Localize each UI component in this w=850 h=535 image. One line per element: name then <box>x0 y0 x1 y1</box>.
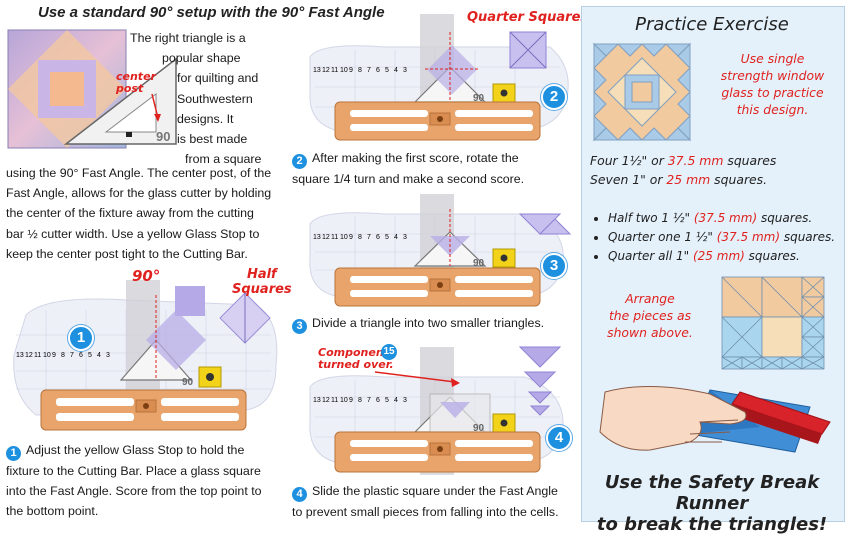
svg-text:10: 10 <box>340 397 348 404</box>
panel-bottom-message: Use the Safety Break Runner to break the… <box>596 472 828 535</box>
svg-text:4: 4 <box>394 67 398 74</box>
quilt-tool-illustration: 90 <box>7 29 177 149</box>
svg-text:7: 7 <box>367 67 371 74</box>
svg-text:90: 90 <box>473 423 485 434</box>
arranged-pieces <box>721 276 825 370</box>
intro-body-text: using the 90° Fast Angle. The center pos… <box>6 166 272 261</box>
step4-number: 4 <box>292 487 307 502</box>
svg-text:8: 8 <box>61 352 65 359</box>
svg-text:11: 11 <box>331 234 338 241</box>
svg-text:3: 3 <box>106 352 110 359</box>
svg-text:3: 3 <box>403 67 407 74</box>
svg-text:90: 90 <box>473 93 485 104</box>
step3-number: 3 <box>292 319 307 334</box>
step3-badge: 3 <box>541 253 567 279</box>
panel-squares-text: Four 1½" or 37.5 mm squares Seven 1" or … <box>590 153 777 187</box>
svg-text:8: 8 <box>358 234 362 241</box>
svg-text:13: 13 <box>313 234 321 241</box>
svg-text:12: 12 <box>322 397 330 404</box>
svg-text:6: 6 <box>376 67 380 74</box>
component-badge: 15 <box>381 344 397 360</box>
svg-text:4: 4 <box>394 397 398 404</box>
svg-text:5: 5 <box>385 234 389 241</box>
svg-text:9: 9 <box>349 234 353 241</box>
svg-text:8: 8 <box>358 397 362 404</box>
svg-text:12: 12 <box>322 234 330 241</box>
center-post-arrow <box>151 93 161 122</box>
bullet-item: Half two 1 ½" (37.5 mm) squares. <box>608 209 850 228</box>
step2-badge: 2 <box>541 84 567 110</box>
svg-text:12: 12 <box>322 67 330 74</box>
svg-text:90: 90 <box>156 129 170 144</box>
quarter-squares-label: Quarter Squares <box>467 10 589 25</box>
bullet-item: Quarter all 1" (25 mm) squares. <box>608 247 850 266</box>
svg-text:12: 12 <box>25 352 33 359</box>
panel-title: Practice Exercise <box>635 14 789 35</box>
svg-text:7: 7 <box>367 397 371 404</box>
svg-text:5: 5 <box>88 352 92 359</box>
svg-text:10: 10 <box>43 352 51 359</box>
safety-break-runner-illustration <box>599 385 831 453</box>
svg-text:4: 4 <box>394 234 398 241</box>
svg-text:6: 6 <box>79 352 83 359</box>
svg-text:10: 10 <box>340 67 348 74</box>
svg-text:9: 9 <box>52 352 56 359</box>
step1-number: 1 <box>6 446 21 461</box>
svg-text:3: 3 <box>403 397 407 404</box>
svg-text:5: 5 <box>385 67 389 74</box>
panel-bullets: Half two 1 ½" (37.5 mm) squares. Quarter… <box>590 209 850 266</box>
svg-text:13: 13 <box>313 397 321 404</box>
svg-text:11: 11 <box>34 352 41 359</box>
intro-right-text: The right triangle is a popular shape fo… <box>130 31 262 167</box>
svg-text:9: 9 <box>349 67 353 74</box>
bullet-item: Quarter one 1 ½" (37.5 mm) squares. <box>608 228 850 247</box>
svg-text:6: 6 <box>376 234 380 241</box>
step2-number: 2 <box>292 154 307 169</box>
quarter-squares-shape <box>509 31 547 69</box>
svg-text:8: 8 <box>358 67 362 74</box>
step1-badge: 1 <box>68 325 94 351</box>
svg-text:10: 10 <box>340 234 348 241</box>
svg-text:7: 7 <box>367 234 371 241</box>
page-title: Use a standard 90° setup with the 90° Fa… <box>38 4 385 21</box>
step1-angle-label: 90° <box>132 267 161 285</box>
svg-text:11: 11 <box>331 397 338 404</box>
svg-text:6: 6 <box>376 397 380 404</box>
svg-text:7: 7 <box>70 352 74 359</box>
svg-text:9: 9 <box>349 397 353 404</box>
half-squares-shapes <box>175 286 271 344</box>
svg-text:5: 5 <box>385 397 389 404</box>
svg-text:13: 13 <box>313 67 321 74</box>
step4-badge: 4 <box>546 425 572 451</box>
svg-text:90: 90 <box>473 258 485 269</box>
svg-text:3: 3 <box>403 234 407 241</box>
svg-text:13: 13 <box>16 352 24 359</box>
svg-text:90: 90 <box>182 377 194 388</box>
practice-quilt-block <box>592 42 692 142</box>
svg-text:4: 4 <box>97 352 101 359</box>
svg-text:11: 11 <box>331 67 338 74</box>
